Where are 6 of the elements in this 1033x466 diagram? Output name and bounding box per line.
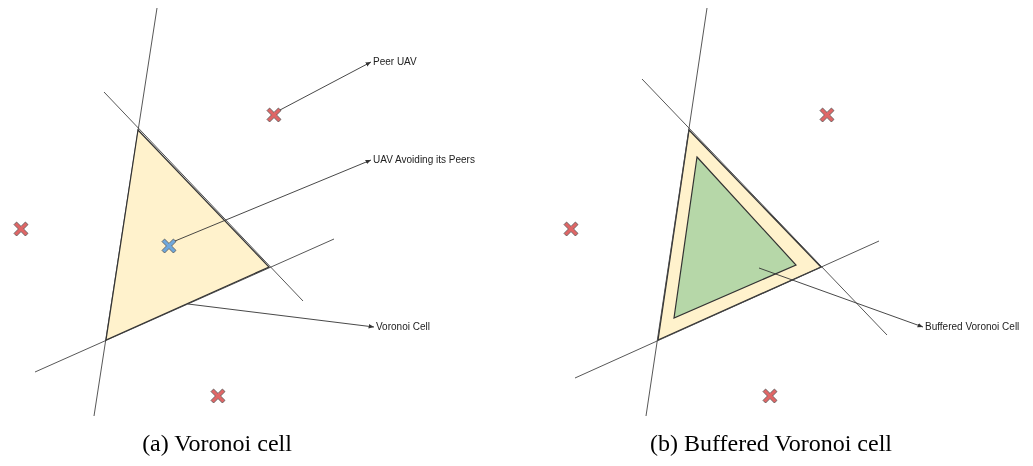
callout-text: UAV Avoiding its Peers: [373, 154, 475, 166]
subfigure-caption: (b) Buffered Voronoi cell: [650, 429, 892, 457]
callout-text: Buffered Voronoi Cell: [925, 321, 1020, 333]
subfigure-caption: (a) Voronoi cell: [142, 429, 292, 457]
callout-text: Peer UAV: [373, 56, 417, 68]
callout-text: Voronoi Cell: [376, 321, 430, 333]
